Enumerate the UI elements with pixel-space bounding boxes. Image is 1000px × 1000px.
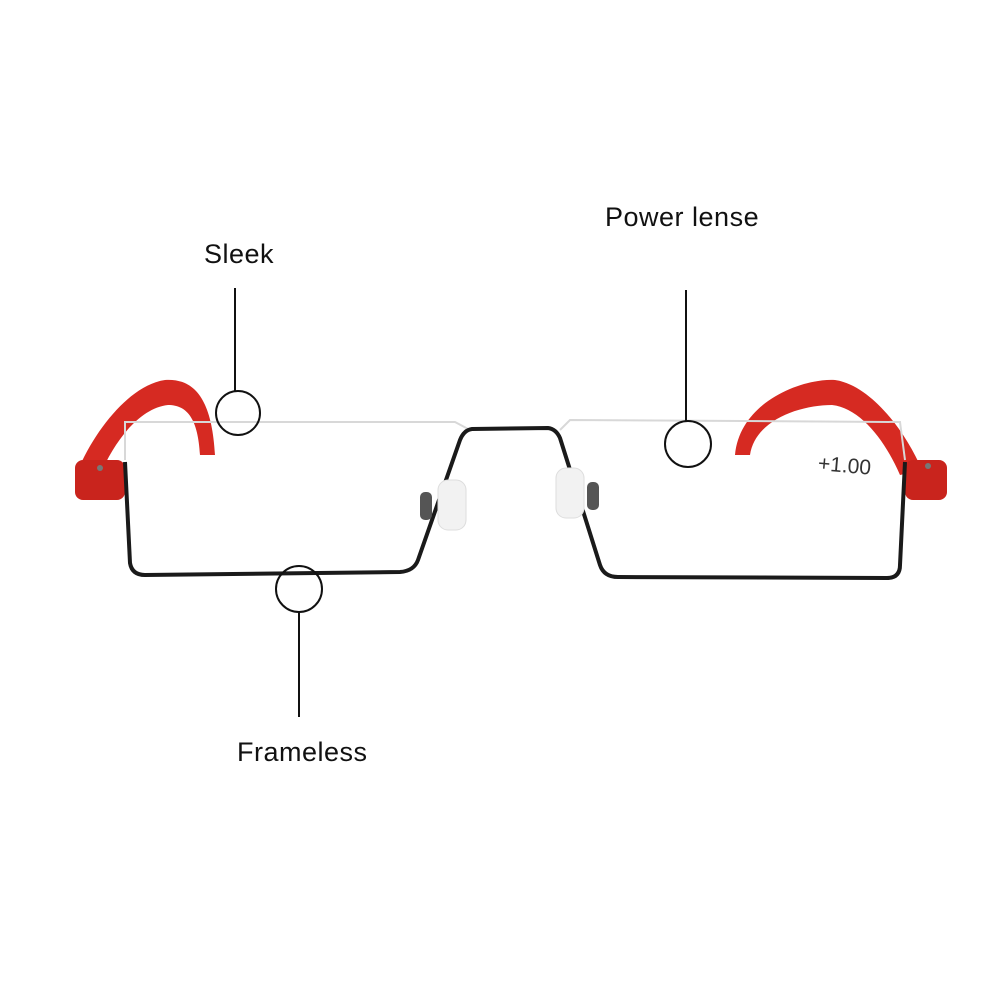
right-temple <box>735 379 947 500</box>
nose-pads <box>420 467 599 531</box>
callout-sleek <box>215 288 261 436</box>
label-sleek: Sleek <box>204 239 275 269</box>
lens-marking: +1.00 <box>817 452 872 480</box>
label-frameless: Frameless <box>237 737 368 767</box>
callout-frameless <box>275 565 323 717</box>
label-power-lense: Power lense <box>605 202 760 232</box>
left-temple <box>75 379 215 500</box>
lenses <box>124 418 906 461</box>
half-rim-frame <box>123 426 907 580</box>
callout-power-lense <box>664 290 712 468</box>
